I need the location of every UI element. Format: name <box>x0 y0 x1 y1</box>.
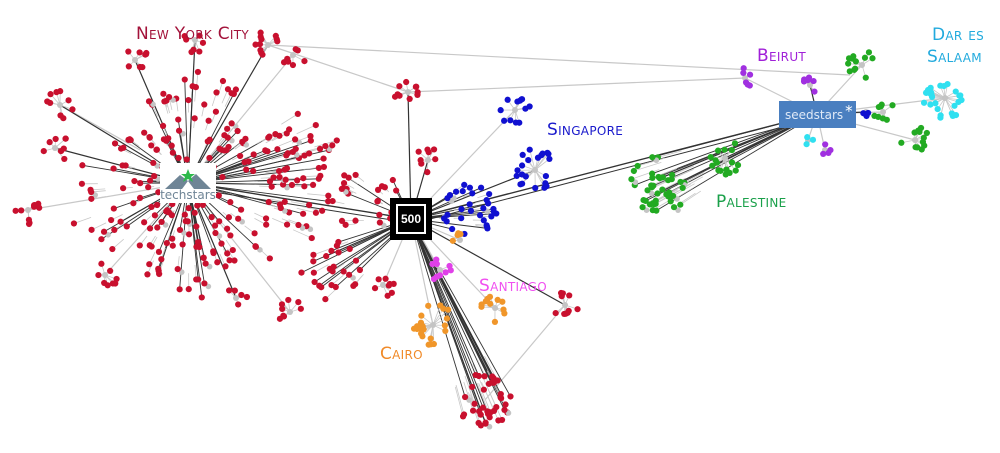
seedstars-label: seedstars <box>785 107 844 122</box>
label-santiago: Santiago <box>479 276 547 296</box>
techstars-logo-icon <box>165 169 211 189</box>
label-singapore: Singapore <box>547 120 624 140</box>
label-beirut: Beirut <box>757 46 807 66</box>
500-label: 500 <box>400 212 422 226</box>
label-new-york-city: New York City <box>136 24 249 44</box>
seedstars-star-icon: * <box>845 101 853 120</box>
label-salaam: Salaam <box>927 47 982 67</box>
label-cairo: Cairo <box>380 344 423 364</box>
500-startups-hub: 500 <box>390 198 432 240</box>
500-logo-icon: 500 <box>396 204 426 234</box>
label-dar-es: Dar es <box>932 25 985 45</box>
label-palestine: Palestine <box>716 192 787 212</box>
techstars-label: techstars <box>160 188 216 202</box>
seedstars-hub: seedstars * <box>779 101 856 128</box>
techstars-hub: techstars <box>160 163 216 203</box>
